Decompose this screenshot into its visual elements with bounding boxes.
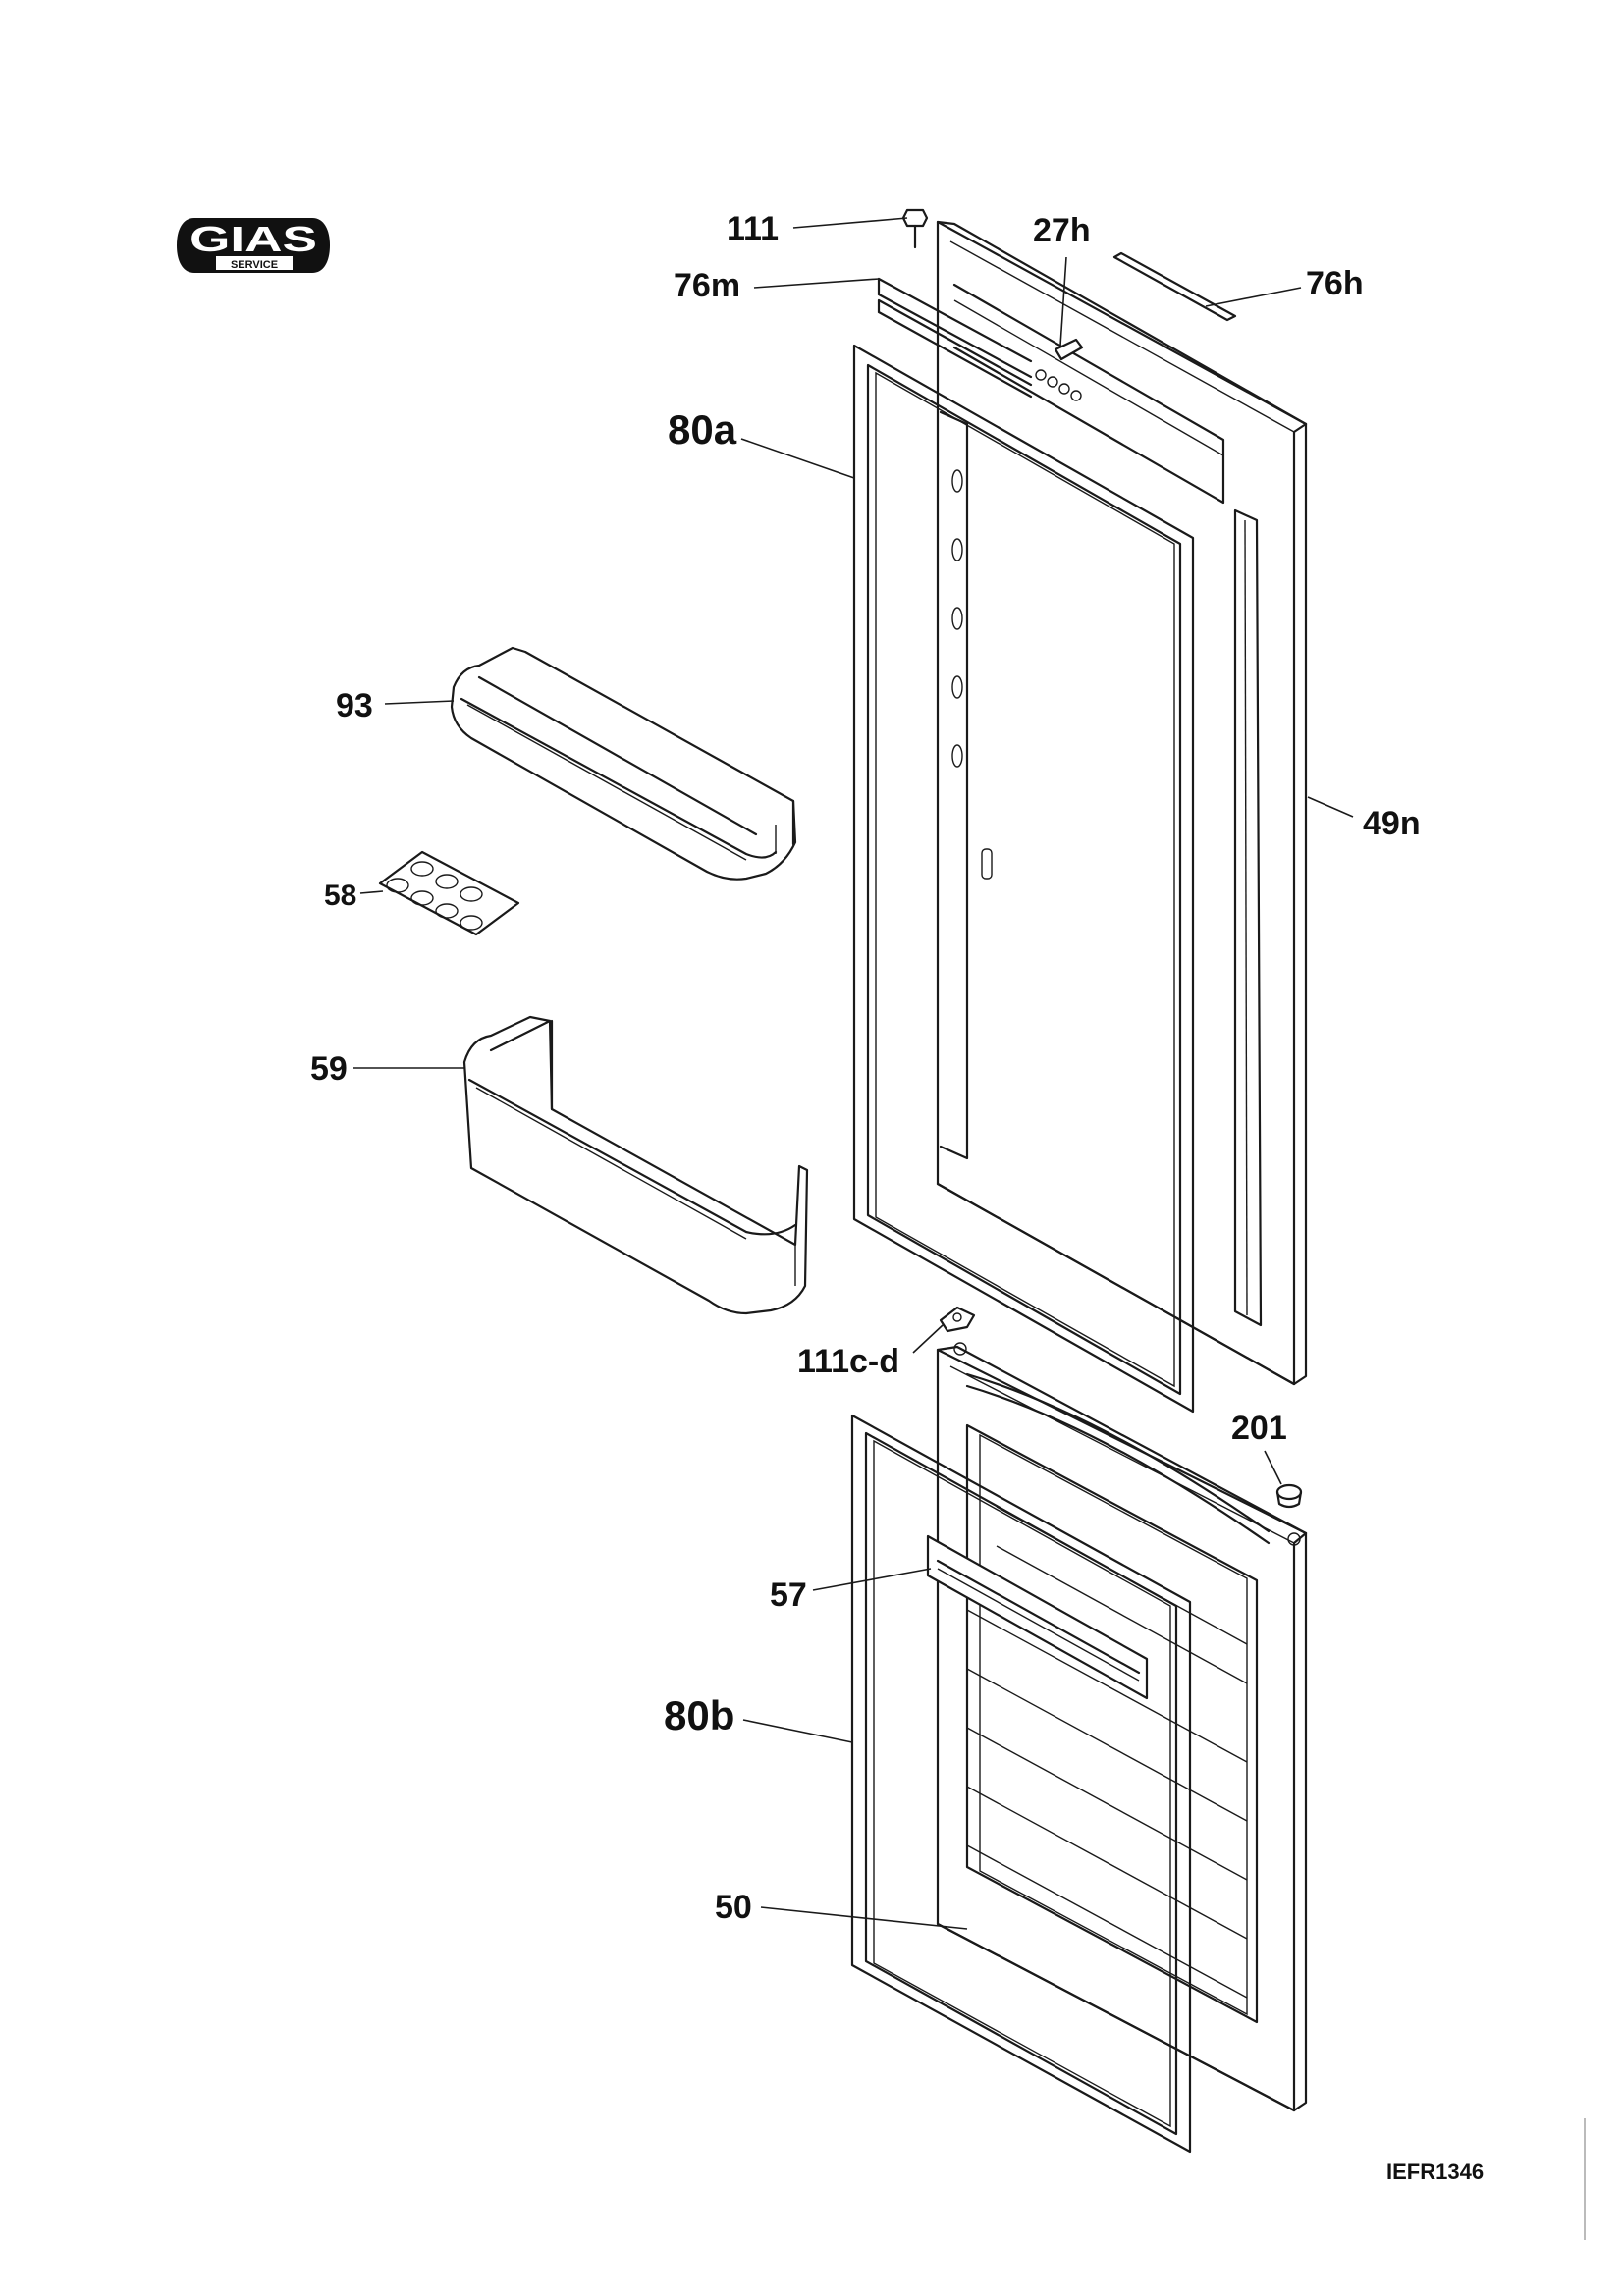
label-80a: 80a: [668, 406, 737, 453]
label-76m: 76m: [674, 267, 740, 304]
document-code: IEFR1346: [1386, 2160, 1484, 2184]
hinge-111cd: [939, 1306, 976, 1333]
lower-door-handle: [926, 1534, 1149, 1700]
logo-sub: SERVICE: [231, 259, 278, 271]
label-76h: 76h: [1306, 265, 1364, 302]
label-58: 58: [324, 880, 356, 912]
label-50: 50: [715, 1889, 752, 1926]
label-49n: 49n: [1363, 805, 1421, 842]
logo-brand: GIAS: [189, 219, 317, 259]
part-labels: 111 27h 76m 76h 80a 93 49n 58 59 111c-d …: [310, 210, 1421, 1926]
gias-service-logo: GIAS SERVICE: [177, 218, 330, 273]
label-27h: 27h: [1033, 212, 1091, 249]
upper-door-panel: [877, 208, 1308, 1386]
lower-gasket: [850, 1414, 1192, 2154]
label-93: 93: [336, 687, 373, 724]
label-111: 111: [727, 210, 779, 247]
label-111c-d: 111c-d: [797, 1343, 899, 1380]
label-57: 57: [770, 1576, 807, 1614]
door-shelf-59: [462, 1015, 809, 1315]
cap-201: [1275, 1483, 1303, 1509]
label-59: 59: [310, 1050, 348, 1088]
door-shelf-93: [450, 646, 797, 881]
upper-gasket: [852, 344, 1195, 1414]
lower-door-panel: [936, 1342, 1308, 2112]
label-80b: 80b: [664, 1692, 734, 1738]
egg-tray-58: [378, 850, 520, 936]
leader-lines: [353, 217, 1354, 1930]
label-201: 201: [1231, 1410, 1287, 1447]
